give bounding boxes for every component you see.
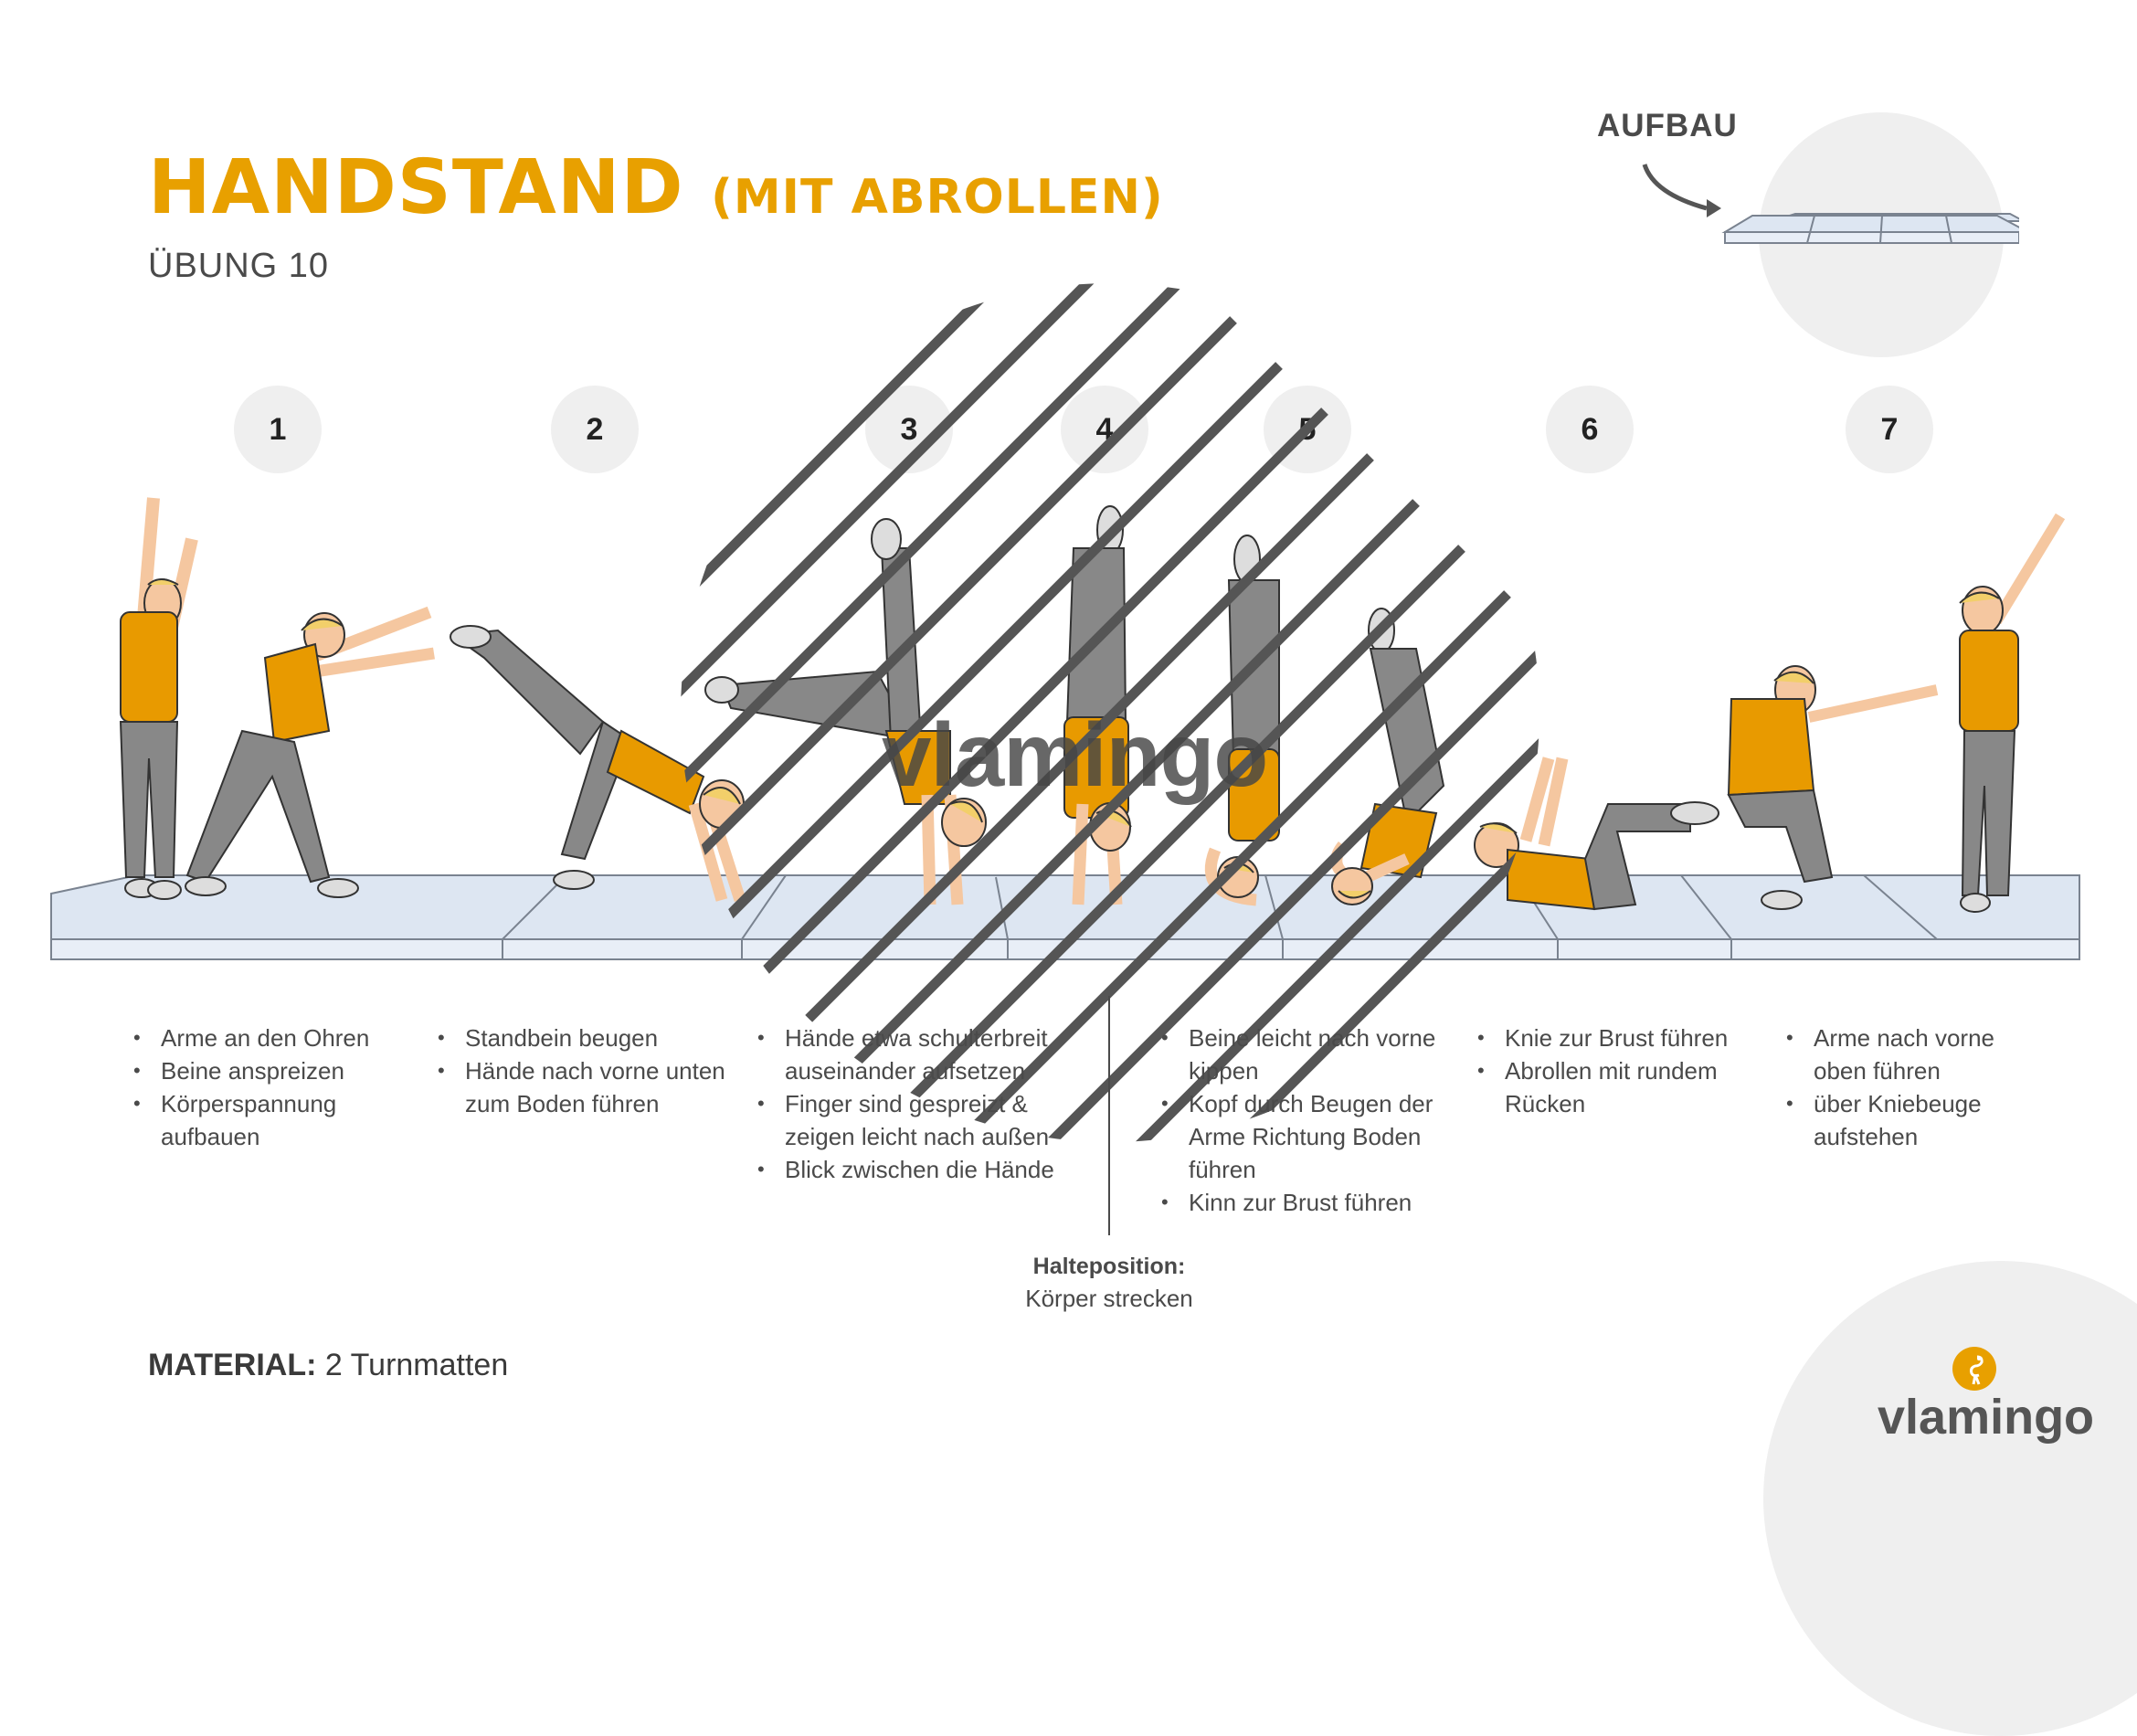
step-number-4: 4 — [1061, 386, 1148, 473]
list-item: über Kniebeuge aufstehen — [1786, 1087, 2042, 1153]
step-6-instructions: Knie zur Brust führen Abrollen mit runde… — [1477, 1021, 1770, 1120]
list-item: Abrollen mit rundem Rücken — [1477, 1054, 1770, 1120]
figure-step-2 — [450, 625, 746, 902]
list-item: Arme nach vorne oben führen — [1786, 1021, 2042, 1087]
watermark-text: vlamingo — [882, 704, 1268, 805]
list-item: Finger sind gespreizt & zeigen leicht na… — [757, 1087, 1059, 1153]
list-item: Beine anspreizen — [133, 1054, 398, 1087]
list-item: Körperspannung aufbauen — [133, 1087, 398, 1153]
figure-step-7b — [1959, 513, 2066, 913]
material-value: 2 Turnmatten — [324, 1348, 509, 1382]
list-item: Knie zur Brust führen — [1477, 1021, 1770, 1054]
list-item: Hände nach vorne unten zum Boden führen — [438, 1054, 739, 1120]
setup-illustration — [1642, 164, 2019, 244]
material-label: MATERIAL: — [148, 1348, 317, 1382]
setup-mat-icon — [1721, 213, 2019, 244]
figure-step-1 — [119, 497, 198, 900]
step-3-instructions: Hände etwa schulterbreit auseinander auf… — [757, 1021, 1059, 1186]
figure-step-6 — [1474, 757, 1719, 911]
step-2-instructions: Standbein beugen Hände nach vorne unten … — [438, 1021, 739, 1120]
step-1-instructions: Arme an den Ohren Beine anspreizen Körpe… — [133, 1021, 398, 1153]
figure-step-1b — [185, 606, 435, 898]
title-main: HANDSTAND — [148, 144, 684, 231]
list-item: Blick zwischen die Hände — [757, 1153, 1059, 1186]
list-item: Standbein beugen — [438, 1021, 739, 1054]
figure-step-7a — [1727, 665, 1939, 910]
title-sub: (MIT ABROLLEN) — [711, 170, 1164, 225]
list-item: Kopf durch Beugen der Arme Richtung Bode… — [1161, 1087, 1454, 1186]
exercise-label: ÜBUNG 10 — [148, 247, 330, 285]
flamingo-icon — [1952, 1347, 1996, 1391]
setup-label: AUFBAU — [1597, 108, 1738, 143]
list-item: Beine leicht nach vorne kippen — [1161, 1021, 1454, 1087]
list-item: Hände etwa schulterbreit auseinander auf… — [757, 1021, 1059, 1087]
list-item: Kinn zur Brust führen — [1161, 1186, 1454, 1219]
material-info: MATERIAL: 2 Turnmatten — [148, 1348, 508, 1383]
arrow-icon — [1642, 164, 1708, 211]
step-7-instructions: Arme nach vorne oben führen über Kniebeu… — [1786, 1021, 2042, 1153]
list-item: Arme an den Ohren — [133, 1021, 398, 1054]
step-number-7: 7 — [1846, 386, 1933, 473]
step-number-6: 6 — [1546, 386, 1634, 473]
page-title: HANDSTAND (MIT ABROLLEN) — [148, 151, 1164, 226]
brand-logo: vlamingo — [1878, 1390, 2095, 1445]
hold-position-title: Halteposition: — [1032, 1254, 1186, 1279]
hold-position-text: Körper strecken — [1025, 1285, 1193, 1312]
step-number-2: 2 — [551, 386, 639, 473]
step-5-instructions: Beine leicht nach vorne kippen Kopf durc… — [1161, 1021, 1454, 1219]
divider — [1108, 996, 1110, 1235]
step-number-1: 1 — [234, 386, 322, 473]
